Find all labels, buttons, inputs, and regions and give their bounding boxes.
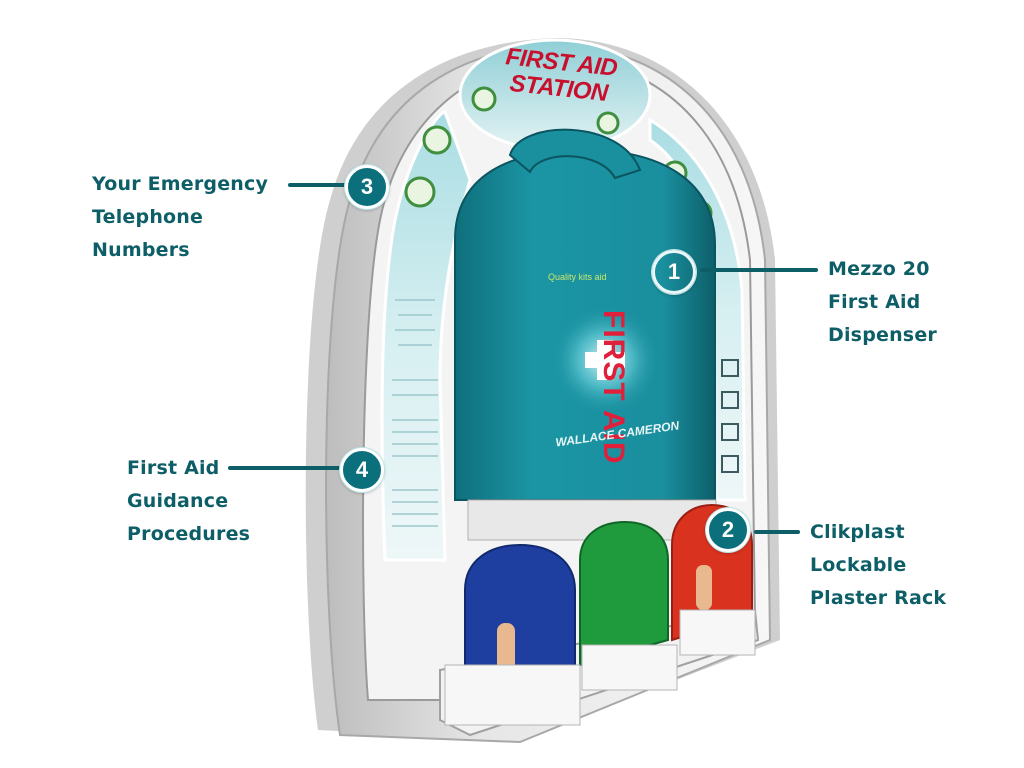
callout-2-line: Plaster Rack	[810, 587, 947, 609]
plaster-strip-blue	[497, 623, 515, 678]
callout-3-line: Your Emergency	[92, 173, 269, 195]
plaster-strip-red	[696, 565, 712, 610]
left-info-panel	[380, 110, 472, 562]
callout-2-text: Clikplast Lockable Plaster Rack	[810, 516, 946, 615]
right-panel-pictograms	[721, 359, 739, 473]
callout-2-line: Lockable	[810, 554, 907, 576]
callout-3-text: Your Emergency Telephone Numbers	[92, 168, 268, 267]
callout-1-line: Dispenser	[828, 324, 937, 346]
plaster-unit-blue	[464, 543, 576, 692]
callout-4-line: Guidance	[127, 490, 229, 512]
callout-2-leader	[754, 530, 800, 534]
callout-3-badge: 3	[345, 165, 389, 209]
dispenser-handle	[508, 128, 642, 180]
callout-2-badge: 2	[706, 508, 750, 552]
callout-1-line: First Aid	[828, 291, 921, 313]
callout-4-badge: 4	[340, 448, 384, 492]
callout-2-line: Clikplast	[810, 521, 905, 543]
callout-1-text: Mezzo 20 First Aid Dispenser	[828, 253, 937, 352]
rack-slot-3	[679, 609, 756, 656]
callout-4-line: Procedures	[127, 523, 251, 545]
callout-1-leader	[700, 268, 818, 272]
rack-slot-1	[444, 664, 581, 726]
white-cross-icon	[585, 340, 625, 380]
callout-4-leader	[228, 466, 346, 470]
callout-1-line: Mezzo 20	[828, 258, 930, 280]
kit-label: Quality kits aid	[548, 272, 607, 282]
plaster-unit-green	[579, 520, 669, 667]
callout-1-badge: 1	[652, 250, 696, 294]
callout-4-line: First Aid	[127, 457, 220, 479]
callout-3-leader	[288, 183, 350, 187]
callout-4-text: First Aid Guidance Procedures	[127, 452, 250, 551]
left-panel-text-lines	[392, 299, 438, 527]
callout-3-line: Telephone	[92, 206, 204, 228]
callout-3-line: Numbers	[92, 239, 190, 261]
rack-slot-2	[581, 644, 678, 691]
